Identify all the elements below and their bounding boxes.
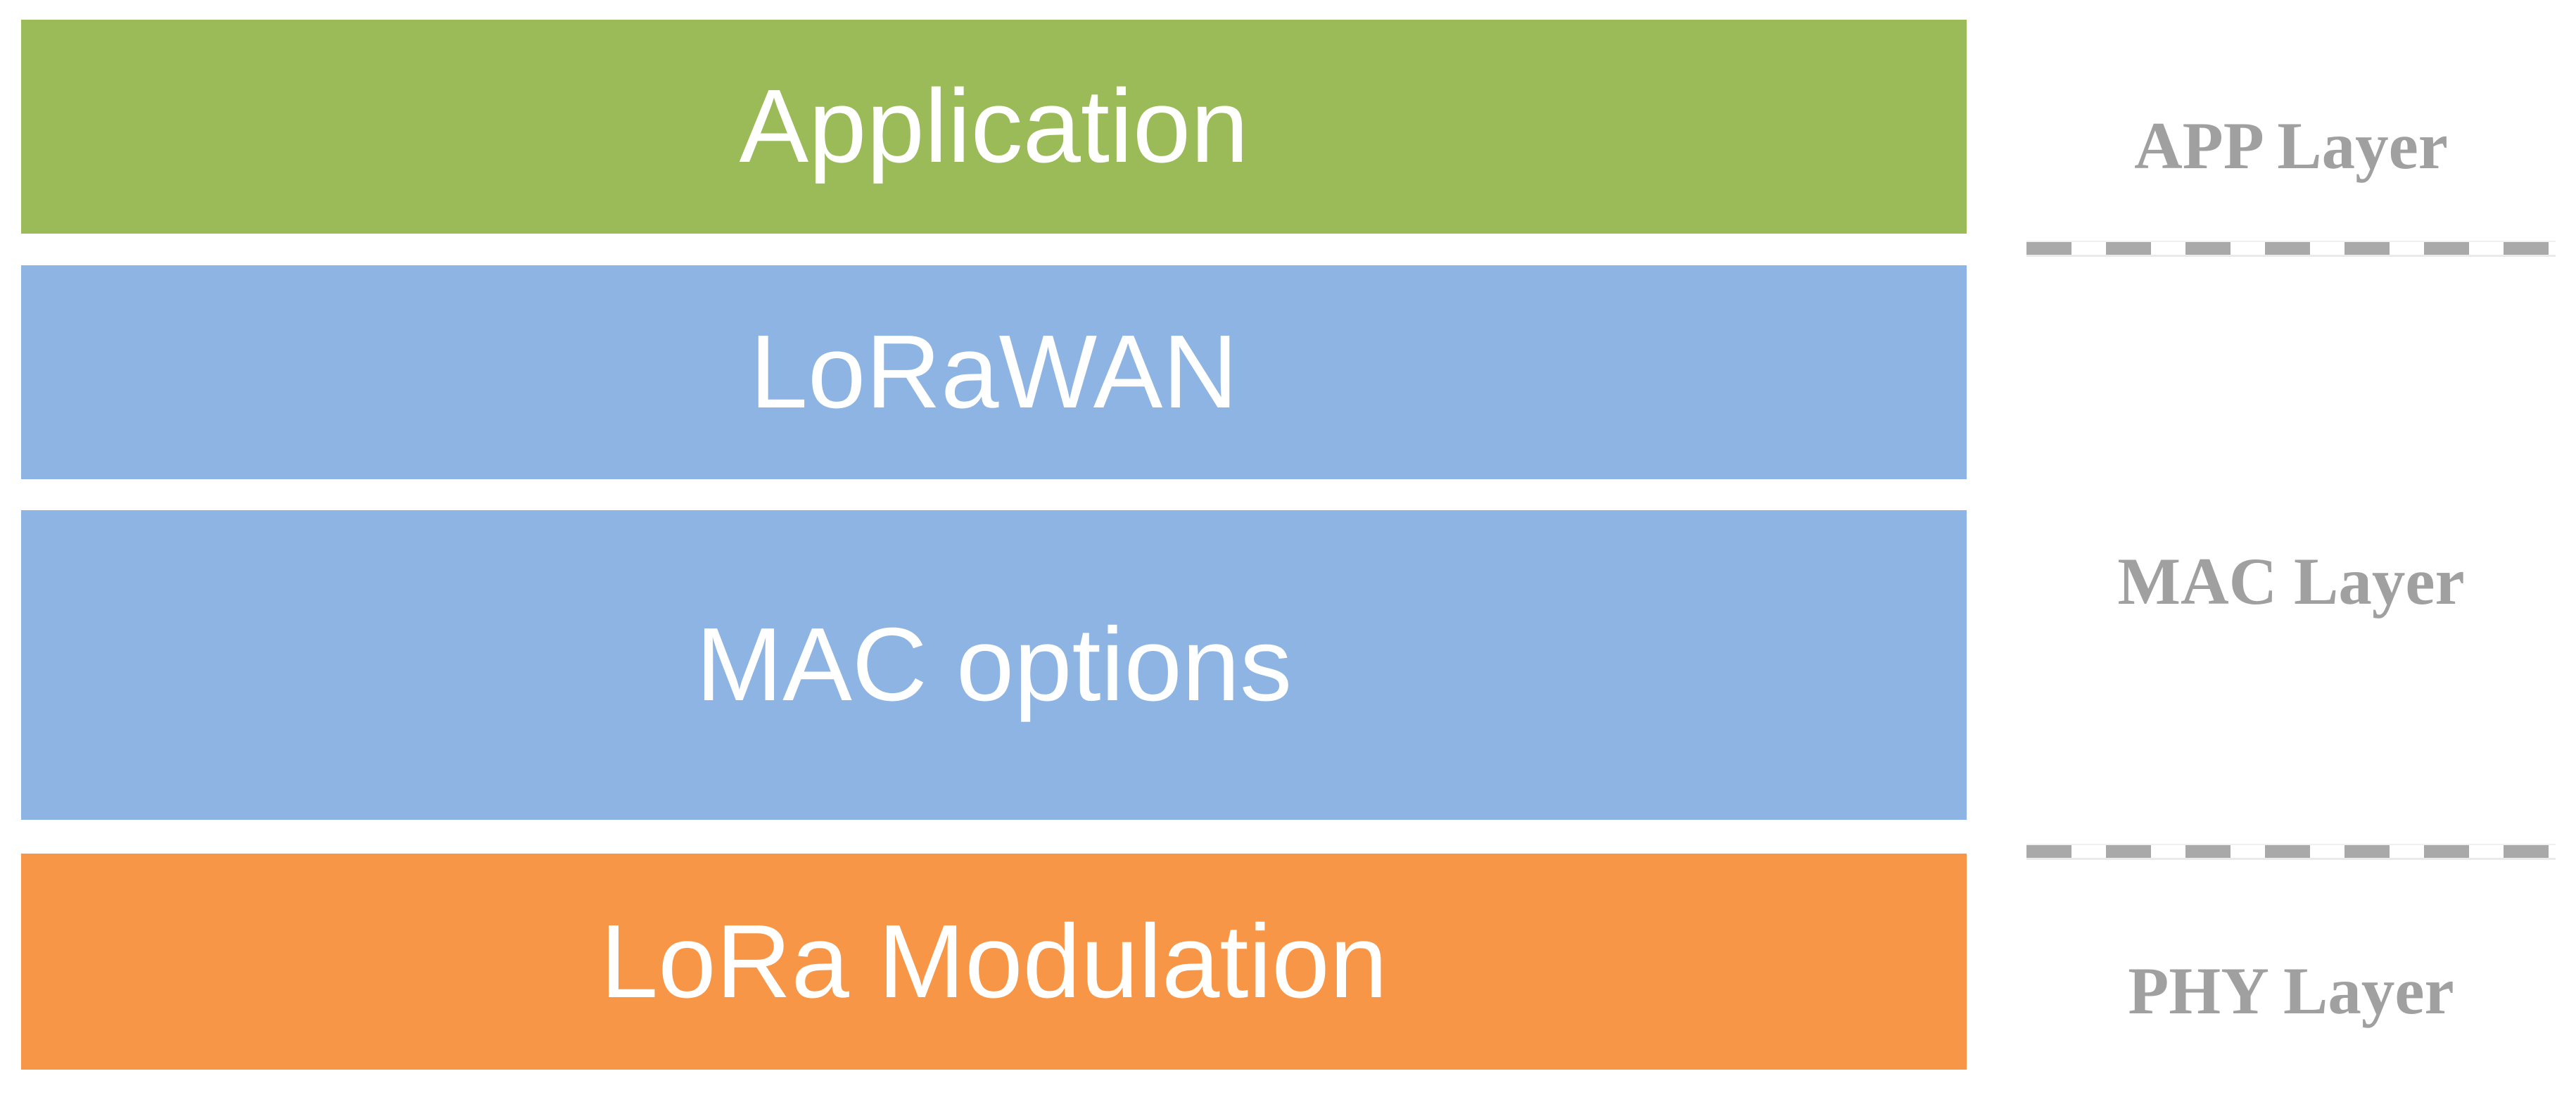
application-box-label: Application xyxy=(739,68,1249,184)
mac-layer-label: MAC Layer xyxy=(2117,544,2465,619)
phy-layer-label: PHY Layer xyxy=(2128,954,2454,1028)
dashed-divider-app-mac xyxy=(2026,242,2556,255)
lorawan-box: LoRaWAN xyxy=(21,265,1967,479)
dashed-divider-mac-phy xyxy=(2026,845,2556,858)
app-layer-label: APP Layer xyxy=(2134,108,2448,183)
lora-modulation-box: LoRa Modulation xyxy=(21,854,1967,1070)
mac-options-box: MAC options xyxy=(21,510,1967,820)
application-box: Application xyxy=(21,20,1967,234)
lorawan-box-label: LoRaWAN xyxy=(749,314,1238,430)
lora-modulation-box-label: LoRa Modulation xyxy=(600,903,1388,1020)
mac-options-box-label: MAC options xyxy=(695,607,1293,723)
